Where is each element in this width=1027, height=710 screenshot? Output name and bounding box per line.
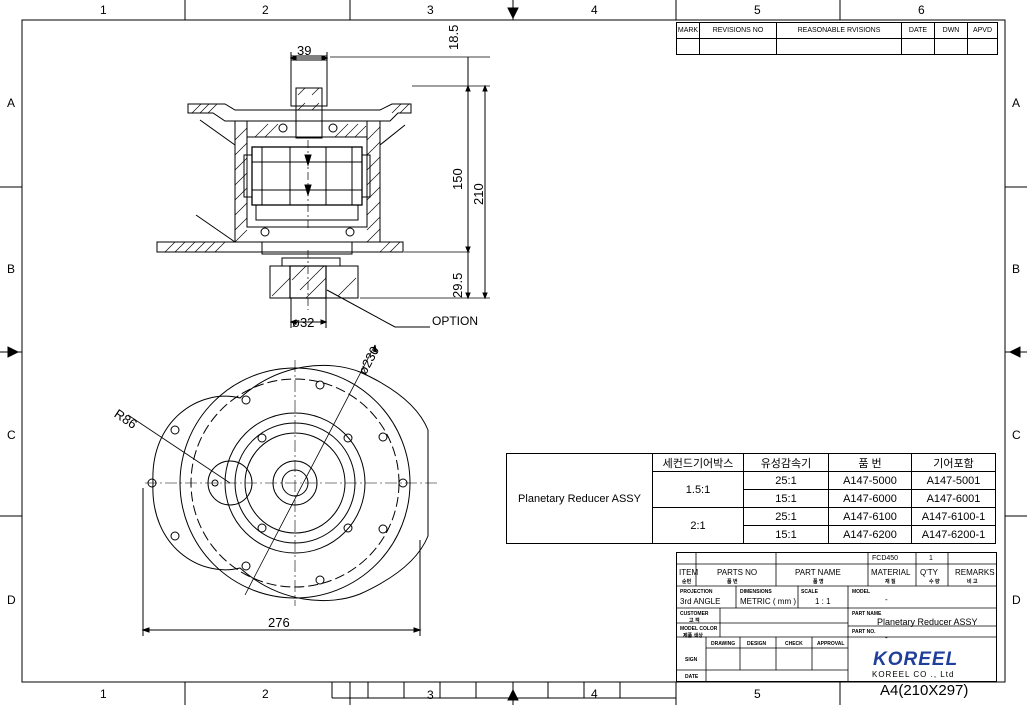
- variant-cell: 25:1: [743, 471, 829, 490]
- tb-part-name-kr: 품 명: [813, 579, 824, 585]
- tb-projection-label: PROJECTION: [680, 589, 713, 595]
- tb-model-color-kr: 제품 색상: [683, 633, 703, 639]
- tb-material-kr: 재 질: [885, 579, 896, 585]
- dim-height-210: 210: [471, 183, 486, 205]
- tb-check: CHECK: [785, 641, 803, 647]
- variant-cell: A147-6001: [911, 489, 996, 508]
- variant-cell: A147-6200: [828, 525, 912, 544]
- zone-col-6-top: 6: [918, 3, 925, 17]
- dim-width: 276: [268, 615, 290, 630]
- tb-drawing: DRAWING: [711, 641, 736, 647]
- tb-part-name-label: PART NAME: [852, 611, 882, 617]
- tb-customer-kr: 고 객: [689, 618, 700, 624]
- tb-model-color-label: MODEL COLOR: [680, 626, 718, 632]
- tb-parts-no-kr: 품 번: [727, 579, 738, 585]
- rev-apvd-header: APVD: [967, 22, 998, 39]
- zone-col-2-top: 2: [262, 3, 269, 17]
- zone-col-5-bottom: 5: [754, 687, 761, 701]
- variant-cell: A147-6100-1: [911, 507, 996, 526]
- variant-cell: A147-5001: [911, 471, 996, 490]
- title-block: FCD450 1 ITEM 순번 PARTS NO 품 번 PART NAME …: [676, 552, 997, 682]
- zone-col-3-bottom: 3: [427, 688, 434, 702]
- rev-reasons-header: REASONABLE RVISIONS: [776, 22, 902, 39]
- tb-qty-value: 1: [929, 555, 933, 562]
- variant-cell: 15:1: [743, 525, 829, 544]
- tb-sign: SIGN: [685, 657, 698, 663]
- top-view: [127, 344, 440, 636]
- variant-cell: A147-5000: [828, 471, 912, 490]
- tb-model-label: MODEL: [852, 589, 871, 595]
- variant-table: Planetary Reducer ASSY 세컨드기어박스 유성감속기 품 번…: [506, 453, 996, 544]
- zone-col-2-bottom: 2: [262, 687, 269, 701]
- tb-projection: 3rd ANGLE: [680, 597, 721, 606]
- koreel-logo: KOREEL: [873, 649, 959, 670]
- variant-header-2: 품 번: [828, 453, 912, 472]
- variant-cell: A147-6200-1: [911, 525, 996, 544]
- zone-row-a-right: A: [1012, 96, 1021, 110]
- tb-dimensions: METRIC ( mm ): [740, 597, 796, 606]
- zone-col-4-top: 4: [591, 3, 598, 17]
- variant-header-0: 세컨드기어박스: [652, 453, 744, 472]
- zone-row-d-right: D: [1012, 593, 1021, 607]
- tb-item-kr: 순번: [682, 579, 692, 585]
- dim-top: 18.5: [446, 24, 461, 50]
- tb-qty-kr: 수 량: [929, 579, 940, 585]
- tb-material: MATERIAL: [871, 568, 911, 577]
- tb-company: KOREEL CO ., Ltd: [872, 670, 955, 679]
- dim-bore: ø32: [292, 315, 315, 330]
- zone-col-5-top: 5: [754, 3, 761, 17]
- tb-item: ITEM: [679, 568, 699, 577]
- variant-ratio-0: 1.5:1: [652, 471, 744, 508]
- zone-col-1-top: 1: [100, 3, 107, 17]
- bottom-strip: [331, 682, 676, 699]
- zone-col-4-bottom: 4: [591, 687, 598, 701]
- zone-row-d-left: D: [7, 593, 16, 607]
- tb-remarks: REMARKS: [955, 568, 995, 577]
- tb-scale: 1 : 1: [815, 597, 831, 606]
- rev-dwn-header: DWN: [934, 22, 968, 39]
- tb-approval: APPROVAL: [817, 641, 845, 647]
- tb-part-no-value: -: [885, 633, 888, 642]
- zone-row-a-left: A: [7, 96, 16, 110]
- zone-row-c-right: C: [1012, 428, 1021, 442]
- tb-part-no-label: PART NO.: [852, 629, 876, 635]
- tb-remarks-kr: 비 고: [967, 579, 978, 585]
- dim-bottom: 29.5: [450, 272, 465, 298]
- tb-customer-label: CUSTOMER: [680, 611, 709, 617]
- zone-row-c-left: C: [7, 428, 16, 442]
- sheet-size: A4(210X297): [880, 682, 969, 699]
- zone-row-b-left: B: [7, 262, 16, 276]
- tb-design: DESIGN: [747, 641, 767, 647]
- variant-assembly: Planetary Reducer ASSY: [506, 453, 653, 544]
- variant-header-1: 유성감속기: [743, 453, 829, 472]
- revisions-table: MARK REVISIONS NO REASONABLE RVISIONS DA…: [676, 22, 998, 55]
- zone-row-b-right: B: [1012, 262, 1021, 276]
- tb-scale-label: SCALE: [801, 589, 818, 595]
- tb-parts-no: PARTS NO: [717, 568, 758, 577]
- tb-qty: Q'TY: [920, 568, 938, 577]
- dim-shaft-width: 39: [297, 43, 312, 58]
- tb-part-name: PART NAME: [795, 568, 841, 577]
- option-label: OPTION: [432, 314, 479, 328]
- tb-date: DATE: [685, 674, 699, 680]
- rev-mark-header: MARK: [676, 22, 700, 39]
- tb-part-name-value: Planetary Reducer ASSY: [877, 617, 978, 627]
- zone-col-3-top: 3: [427, 3, 434, 17]
- section-view: [156, 52, 490, 328]
- tb-dimensions-label: DIMENSIONS: [740, 589, 772, 595]
- tb-model: -: [885, 595, 888, 604]
- variant-cell: 25:1: [743, 507, 829, 526]
- variant-ratio-1: 2:1: [652, 507, 744, 544]
- zone-col-1-bottom: 1: [100, 687, 107, 701]
- rev-date-header: DATE: [901, 22, 935, 39]
- variant-header-3: 기어포함: [911, 453, 996, 472]
- variant-cell: A147-6000: [828, 489, 912, 508]
- rev-no-header: REVISIONS NO: [699, 22, 777, 39]
- dim-height-150: 150: [450, 168, 465, 190]
- variant-cell: 15:1: [743, 489, 829, 508]
- variant-cell: A147-6100: [828, 507, 912, 526]
- tb-material-value: FCD450: [872, 555, 899, 562]
